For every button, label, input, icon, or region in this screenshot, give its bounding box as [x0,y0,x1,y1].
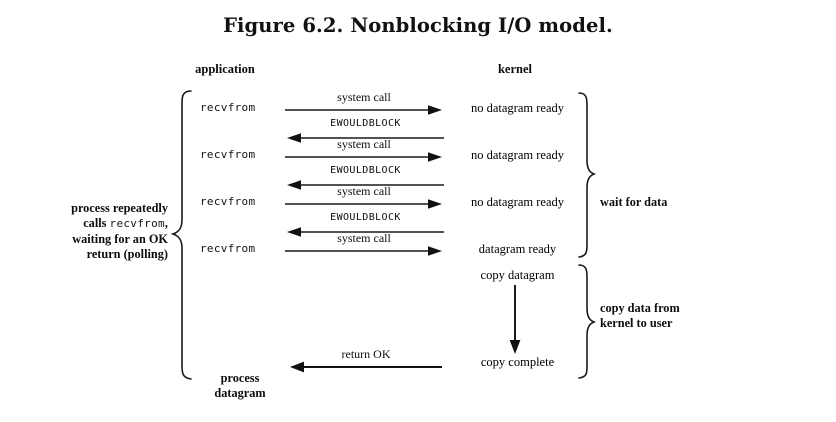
arrow-reply-1-label: EWOULDBLOCK [330,118,401,129]
call-label-recvfrom-2: recvfrom [200,148,256,161]
arrow-request-4-label: system call [337,231,391,245]
arrow-request-1-label: system call [337,90,391,104]
arrow-request-2-label: system call [337,137,391,151]
arrow-reply-2-label: EWOULDBLOCK [330,165,401,176]
arrow-request-4-glyph [285,246,442,256]
call-label-recvfrom-1: recvfrom [200,101,256,114]
arrow-reply-1-glyph [287,133,444,143]
left-description-line-3: waiting for an OK [72,231,168,246]
arrow-reply-3-glyph [287,227,444,237]
left-description: process repeatedly calls recvfrom, waiti… [38,201,168,263]
wait-for-data-brace [578,92,596,258]
kernel-state-1: no datagram ready [470,101,564,115]
copy-datagram-arrow [509,285,521,354]
arrow-request-3-label: system call [337,184,391,198]
arrow-request-1-glyph [285,105,442,115]
arrow-request-3-glyph [285,199,442,209]
arrow-request-3: system call [285,184,443,209]
column-header-kernel: kernel [497,62,533,76]
copy-data-brace [578,264,596,379]
kernel-state-3: no datagram ready [470,195,564,209]
arrow-return-ok-label: return OK [341,347,391,361]
wait-for-data-label: wait for data [600,195,668,209]
arrow-reply-3: EWOULDBLOCK [287,212,444,237]
kernel-state-4: datagram ready [478,242,557,256]
arrow-reply-2: EWOULDBLOCK [287,165,444,190]
arrow-reply-3-label: EWOULDBLOCK [330,212,401,223]
arrow-return-ok: return OK [290,347,442,373]
left-description-line-2-prefix: calls [83,216,110,231]
copy-complete-label: copy complete [480,355,555,369]
copy-data-line-1: copy data from [600,301,680,315]
arrow-request-1: system call [285,90,443,115]
left-description-line-2: calls recvfrom, [38,216,168,231]
process-datagram-line-2: datagram [214,386,266,400]
call-label-recvfrom-4: recvfrom [200,242,256,255]
copy-data-line-2: kernel to user [600,316,673,330]
arrow-reply-2-glyph [287,180,444,190]
left-description-recvfrom: recvfrom [109,217,165,231]
left-description-line-1: process repeatedly [71,201,168,215]
copy-datagram-label: copy datagram [480,268,555,282]
application-brace [170,90,192,380]
arrow-request-4: system call [285,231,443,256]
left-description-line-2-suffix: , [164,216,168,231]
copy-data-label: copy data from kernel to user [600,301,680,331]
process-datagram-line-1: process [220,371,260,385]
figure-title: Figure 6.2. Nonblocking I/O model. [223,14,613,37]
arrow-return-ok-glyph [290,361,442,373]
arrow-request-2-glyph [285,152,442,162]
call-label-recvfrom-3: recvfrom [200,195,256,208]
left-description-line-4: return (polling) [86,247,168,262]
process-datagram-label: process datagram [185,371,295,401]
arrow-reply-1: EWOULDBLOCK [287,118,444,143]
arrow-request-2: system call [285,137,443,162]
column-header-application: application [195,62,255,76]
kernel-state-2: no datagram ready [470,148,564,162]
